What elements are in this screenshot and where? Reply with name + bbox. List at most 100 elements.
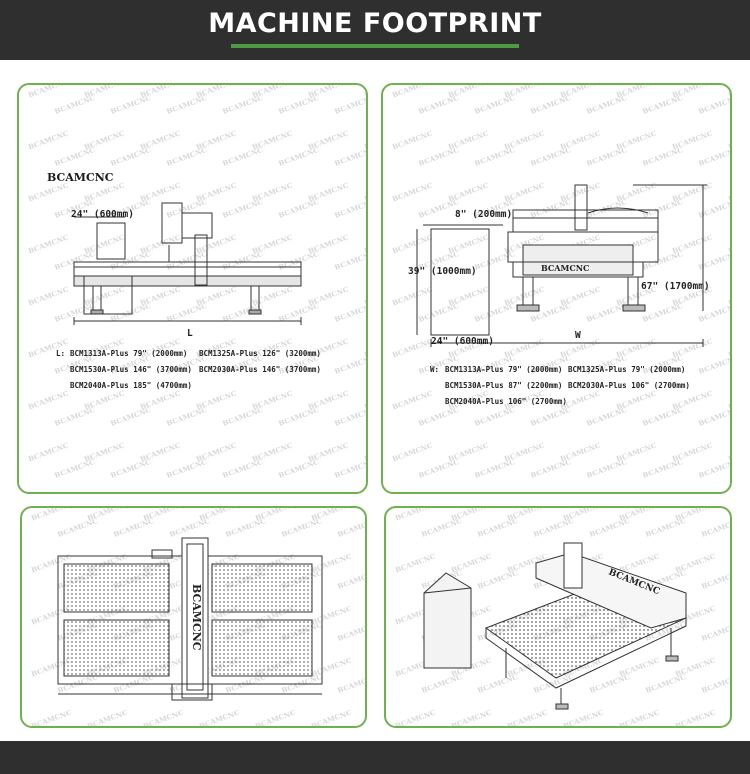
watermark-text: BCAMCNC: [697, 249, 732, 272]
watermark-text: BCAMCNC: [529, 405, 572, 428]
watermark-text: BCAMCNC: [473, 405, 516, 428]
watermark-text: BCAMCNC: [585, 405, 628, 428]
watermark-text: BCAMCNC: [506, 707, 549, 728]
watermark-text: BCAMCNC: [366, 603, 367, 626]
model-length-item: BCM2040A-Plus 185" (4700mm): [70, 381, 192, 390]
watermark-text: BCAMCNC: [394, 707, 437, 728]
watermark-text: BCAMCNC: [529, 93, 572, 116]
header-bar: MACHINE FOOTPRINT: [0, 0, 750, 60]
watermark-text: BCAMCNC: [336, 516, 367, 539]
watermark-text: BCAMCNC: [53, 405, 96, 428]
watermark-text: BCAMCNC: [165, 249, 208, 272]
watermark-text: BCAMCNC: [391, 232, 434, 255]
watermark-text: BCAMCNC: [221, 93, 264, 116]
watermark-text: BCAMCNC: [27, 232, 70, 255]
watermark-text: BCAMCNC: [697, 145, 732, 168]
watermark-text: BCAMCNC: [391, 85, 434, 100]
watermark-text: BCAMCNC: [366, 551, 367, 574]
watermark-text: BCAMCNC: [165, 405, 208, 428]
watermark-text: BCAMCNC: [27, 284, 70, 307]
watermark-text: BCAMCNC: [27, 440, 70, 463]
watermark-text: BCAMCNC: [30, 707, 73, 728]
watermark-text: BCAMCNC: [224, 516, 267, 539]
model-length-item: BCM1530A-Plus 146" (3700mm): [70, 365, 192, 374]
watermark-text: BCAMCNC: [53, 145, 96, 168]
watermark-text: BCAMCNC: [697, 405, 732, 428]
watermark-text: BCAMCNC: [476, 568, 519, 591]
watermark-text: BCAMCNC: [27, 85, 70, 100]
watermark-text: BCAMCNC: [727, 85, 732, 100]
model-length-item: BCM1325A-Plus 126" (3200mm): [199, 349, 321, 358]
model-width-item: BCM2030A-Plus 106" (2700mm): [568, 381, 690, 390]
watermark-text: BCAMCNC: [168, 516, 211, 539]
watermark-text: BCAMCNC: [532, 516, 575, 539]
watermark-text: BCAMCNC: [254, 707, 297, 728]
watermark-text: BCAMCNC: [730, 603, 732, 626]
watermark-text: BCAMCNC: [109, 301, 152, 324]
watermark-text: BCAMCNC: [674, 707, 717, 728]
watermark-text: BCAMCNC: [476, 516, 519, 539]
watermark-text: BCAMCNC: [165, 197, 208, 220]
watermark-text: BCAMCNC: [277, 197, 320, 220]
watermark-text: BCAMCNC: [697, 301, 732, 324]
watermark-text: BCAMCNC: [336, 672, 367, 695]
watermark-text: BCAMCNC: [730, 707, 732, 728]
watermark-text: BCAMCNC: [417, 405, 460, 428]
watermark-text: BCAMCNC: [529, 457, 572, 480]
watermark-text: BCAMCNC: [588, 516, 631, 539]
watermark-text: BCAMCNC: [366, 707, 367, 728]
bottom-dimension-label: 24" (600mm): [431, 336, 494, 347]
watermark-text: BCAMCNC: [391, 336, 434, 359]
watermark-text: BCAMCNC: [165, 93, 208, 116]
watermark-text: BCAMCNC: [585, 457, 628, 480]
watermark-text: BCAMCNC: [700, 516, 732, 539]
watermark-text: BCAMCNC: [363, 85, 368, 100]
watermark-text: BCAMCNC: [221, 197, 264, 220]
watermark-text: BCAMCNC: [394, 551, 437, 574]
model-width-item: BCM2040A-Plus 106" (2700mm): [445, 397, 567, 406]
watermark-text: BCAMCNC: [165, 145, 208, 168]
watermark-text: BCAMCNC: [53, 457, 96, 480]
watermark-text: BCAMCNC: [366, 655, 367, 678]
watermark-text: BCAMCNC: [277, 301, 320, 324]
watermark-text: BCAMCNC: [333, 353, 368, 376]
watermark-text: BCAMCNC: [109, 405, 152, 428]
watermark-text: BCAMCNC: [333, 249, 368, 272]
footer-bar: [0, 741, 750, 774]
watermark-text: BCAMCNC: [700, 568, 732, 591]
watermark-text: BCAMCNC: [700, 620, 732, 643]
watermark-text: BCAMCNC: [417, 93, 460, 116]
watermark-text: BCAMCNC: [473, 301, 516, 324]
machine-logo-label: BCAMCNC: [541, 263, 589, 273]
watermark-text: BCAMCNC: [109, 145, 152, 168]
watermark-text: BCAMCNC: [644, 516, 687, 539]
model-width-item: BCM1325A-Plus 79" (2000mm): [568, 365, 686, 374]
watermark-text: BCAMCNC: [618, 707, 661, 728]
model-length-item: BCM2030A-Plus 146" (3700mm): [199, 365, 321, 374]
watermark-text: BCAMCNC: [333, 145, 368, 168]
watermark-text: BCAMCNC: [641, 301, 684, 324]
watermark-text: BCAMCNC: [697, 353, 732, 376]
model-width-item: BCM1530A-Plus 87" (2200mm): [445, 381, 563, 390]
watermark-text: BCAMCNC: [109, 249, 152, 272]
watermark-text: BCAMCNC: [641, 405, 684, 428]
watermark-text: BCAMCNC: [730, 551, 732, 574]
watermark-text: BCAMCNC: [391, 284, 434, 307]
watermark-text: BCAMCNC: [142, 707, 185, 728]
watermark-text: BCAMCNC: [391, 440, 434, 463]
watermark-text: BCAMCNC: [221, 457, 264, 480]
watermark-text: BCAMCNC: [476, 672, 519, 695]
watermark-text: BCAMCNC: [391, 388, 434, 411]
watermark-text: BCAMCNC: [644, 672, 687, 695]
watermark-text: BCAMCNC: [450, 707, 493, 728]
watermark-text: BCAMCNC: [53, 301, 96, 324]
watermark-text: BCAMCNC: [277, 249, 320, 272]
watermark-text: BCAMCNC: [109, 93, 152, 116]
watermark-text: BCAMCNC: [420, 672, 463, 695]
watermark-text: BCAMCNC: [697, 93, 732, 116]
watermark-text: BCAMCNC: [697, 457, 732, 480]
